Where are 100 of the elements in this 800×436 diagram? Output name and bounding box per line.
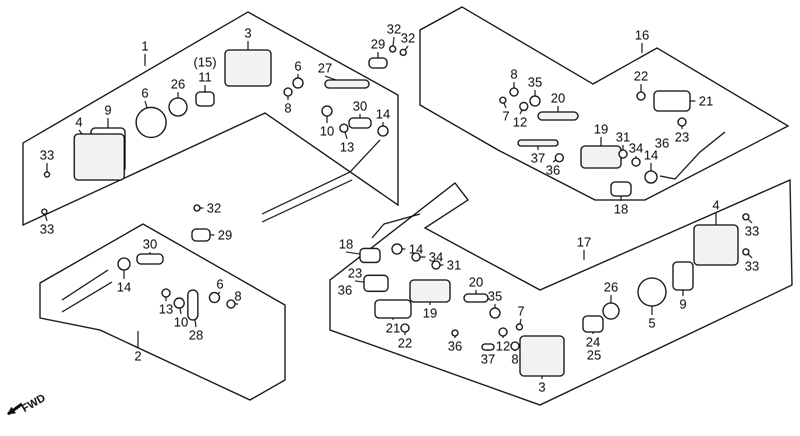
washer <box>292 77 304 89</box>
callout-number: 8 <box>510 68 518 80</box>
callout-number: 19 <box>422 306 438 320</box>
callout-number: 33 <box>40 148 54 162</box>
leader-line <box>519 318 522 324</box>
washer <box>618 149 628 159</box>
washer <box>742 213 750 221</box>
callout-number: 34 <box>628 142 644 154</box>
washer <box>391 243 403 255</box>
part-block <box>409 279 451 303</box>
washer <box>742 248 750 256</box>
callout-number: 11 <box>198 70 212 84</box>
direction-label: FWD <box>20 392 48 416</box>
callout-number: 21 <box>386 322 400 334</box>
washer <box>498 327 508 337</box>
leader-line <box>107 118 109 128</box>
leader-line <box>346 251 360 255</box>
leader-line <box>324 75 336 81</box>
washer <box>400 323 410 333</box>
washer <box>208 292 220 304</box>
part-block <box>136 253 164 265</box>
callout-number: 28 <box>188 328 204 342</box>
callout-number: 10 <box>320 124 334 138</box>
callout-number: 9 <box>679 298 687 310</box>
washer <box>499 96 507 104</box>
part-block <box>653 90 691 112</box>
part-block <box>195 91 215 107</box>
callout-number: 9 <box>104 104 112 116</box>
callout-number: 1 <box>141 40 149 52</box>
callout-number: 5 <box>648 316 656 330</box>
washer <box>431 260 441 270</box>
washer <box>377 125 389 137</box>
callout-number: 14 <box>644 148 658 162</box>
washer <box>529 95 541 107</box>
callout-number: 4 <box>75 116 83 128</box>
washer <box>637 277 667 307</box>
callout-number: 31 <box>446 258 462 272</box>
callout-number: 31 <box>616 130 630 144</box>
callout-number: 36 <box>546 164 560 176</box>
callout-number: 12 <box>496 340 510 352</box>
callout-number: 18 <box>338 238 354 250</box>
callout-number: 16 <box>634 28 650 42</box>
washer <box>321 105 333 117</box>
washer <box>554 153 564 162</box>
leader-line <box>344 132 348 140</box>
part-block <box>363 274 389 292</box>
leader-line <box>641 43 643 53</box>
washer <box>135 106 167 138</box>
leader-line <box>144 100 148 108</box>
part-block <box>191 228 211 242</box>
leader-line <box>194 320 197 328</box>
callout-number: 27 <box>318 62 332 74</box>
part-block <box>359 248 381 264</box>
part-block <box>582 315 604 333</box>
callout-number: 12 <box>512 116 528 128</box>
part-block <box>348 117 372 129</box>
callout-number: 36 <box>654 136 670 150</box>
leader-line <box>200 207 204 209</box>
callout-number: 29 <box>218 228 232 242</box>
washer <box>161 288 171 298</box>
callout-number: 37 <box>480 352 496 366</box>
callout-number: 14 <box>408 242 424 256</box>
washer <box>509 87 519 97</box>
part-block <box>672 261 694 291</box>
callout-number: 33 <box>744 224 760 238</box>
callout-number: 10 <box>174 316 188 328</box>
callout-number: 8 <box>511 352 519 366</box>
callout-number: 34 <box>428 250 444 264</box>
callout-number: 35 <box>488 290 502 302</box>
callout-number: 19 <box>594 122 608 136</box>
washer <box>168 97 188 117</box>
washer <box>226 299 236 309</box>
callout-number: 35 <box>528 76 542 88</box>
washer <box>489 307 501 319</box>
kit-outline <box>22 11 399 226</box>
callout-number: 23 <box>348 266 362 280</box>
leader-line <box>392 36 395 46</box>
callout-number: 32 <box>206 202 222 214</box>
leader-line <box>354 280 364 283</box>
part-block <box>74 133 125 181</box>
rod <box>187 289 198 321</box>
callout-number: 24 <box>586 336 600 348</box>
callout-number: 30 <box>142 238 158 250</box>
callout-number: 6 <box>294 60 302 72</box>
leader-line <box>404 46 408 50</box>
callout-number: 26 <box>604 280 618 294</box>
washer <box>389 45 396 53</box>
callout-number: 32 <box>400 32 416 44</box>
rod <box>517 139 559 147</box>
callout-number: 37 <box>530 152 546 164</box>
washer <box>174 297 185 309</box>
callout-number: 13 <box>158 302 174 316</box>
callout-number: 8 <box>234 290 242 302</box>
washer <box>519 102 528 112</box>
part-block <box>224 49 272 87</box>
callout-number: 36 <box>448 340 462 352</box>
callout-number: 20 <box>550 92 566 104</box>
washer <box>400 48 407 56</box>
callout-number: 13 <box>340 140 354 154</box>
washer <box>193 204 201 212</box>
